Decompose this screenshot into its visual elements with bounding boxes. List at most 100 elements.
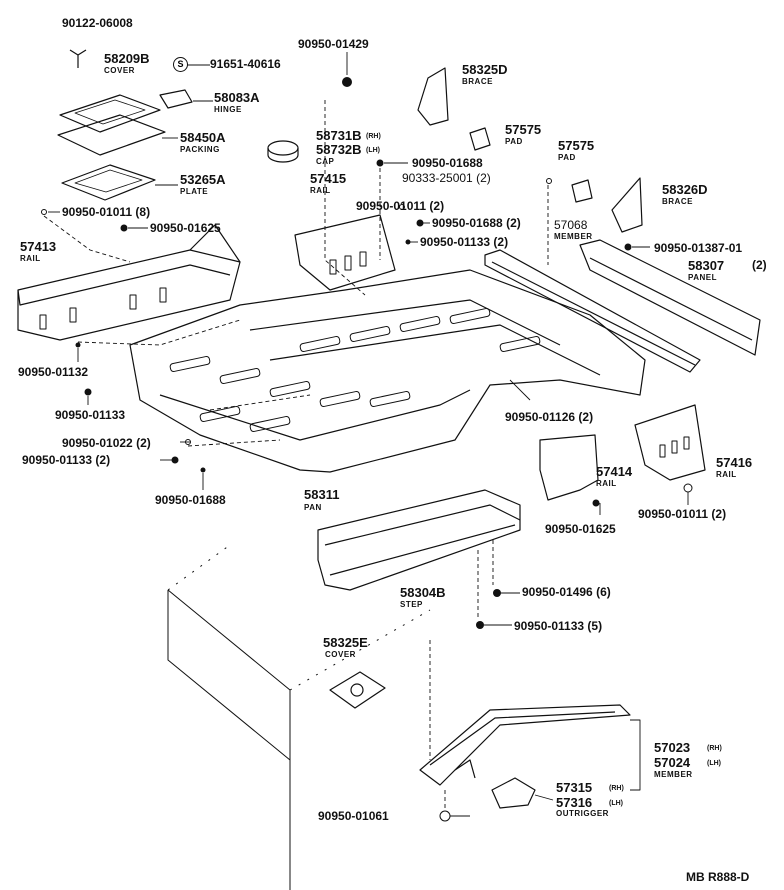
rail-57414 [539, 434, 599, 501]
part-suffix: (RH) [366, 133, 381, 140]
part-name: BRACE [662, 197, 693, 206]
part-name: RAIL [20, 254, 41, 263]
leader-lines [48, 52, 689, 817]
member-57023 [419, 704, 631, 786]
part-label: 90950-01061 [318, 809, 389, 823]
packing-58450A [57, 114, 166, 156]
part-name: PLATE [180, 187, 209, 196]
part-suffix: (LH) [366, 147, 380, 154]
part-label: 57068 [554, 218, 588, 232]
plate-53265A [61, 164, 156, 201]
part-name: MEMBER [654, 770, 693, 779]
part-label: 90950-01688 (2) [432, 216, 521, 230]
floor-pan-58311 [129, 269, 646, 473]
part-label: 90950-01625 [150, 221, 221, 235]
part-name: RAIL [716, 470, 737, 479]
part-label: 90950-01688 [155, 493, 226, 507]
rail-57416 [634, 404, 706, 481]
part-label: 57023 [654, 740, 691, 755]
part-label: 57414 [596, 464, 633, 479]
part-label: 90950-01387-01 [654, 241, 743, 255]
part-label: 57315 [556, 780, 593, 795]
part-label: 90950-01625 [545, 522, 616, 536]
part-label: 57415 [310, 171, 347, 186]
part-qty: (2) [752, 258, 767, 272]
cover-58325E [329, 671, 386, 709]
part-label: 90950-01011 (2) [356, 199, 445, 213]
diagram-code: MB R888-D [686, 870, 750, 884]
part-label: 58304B [400, 585, 446, 600]
cap-58731B [267, 140, 299, 163]
brace-58325D [417, 67, 449, 126]
part-name: PANEL [688, 273, 718, 282]
part-name: PAN [304, 503, 322, 512]
part-name: RAIL [310, 186, 331, 195]
part-label: 58311 [304, 487, 340, 502]
part-label: 90950-01011 (8) [62, 205, 151, 219]
part-label: 57316 [556, 795, 593, 810]
brace-58326D [611, 177, 643, 233]
part-name: HINGE [214, 105, 242, 114]
part-name: COVER [325, 650, 356, 659]
background-box-outline [167, 544, 431, 890]
part-label: 90950-01133 [55, 408, 126, 422]
part-label: 90950-01132 [18, 365, 89, 379]
part-suffix: (RH) [609, 785, 624, 792]
part-suffix: (LH) [707, 760, 721, 767]
rail-57413 [17, 224, 241, 341]
member-57068 [484, 249, 701, 373]
part-label: 53265A [180, 172, 226, 187]
part-label: 57413 [20, 239, 57, 254]
part-label: 91651-40616 [210, 57, 281, 71]
part-label: 90333-25001 (2) [402, 171, 491, 185]
part-name: PAD [505, 137, 523, 146]
part-name: BRACE [462, 77, 493, 86]
part-name: COVER [104, 66, 135, 75]
part-label: 58325D [462, 62, 508, 77]
part-name: MEMBER [554, 232, 593, 241]
part-label: 57575 [505, 122, 542, 137]
part-label: 58083A [214, 90, 260, 105]
part-label: 90950-01133 (2) [420, 235, 509, 249]
part-label: 58326D [662, 182, 708, 197]
assembly-lines [43, 100, 549, 810]
part-label: 58732B [316, 142, 362, 157]
part-label: 90950-01429 [298, 37, 369, 51]
part-suffix: (RH) [707, 745, 722, 752]
part-label: 90950-01133 (2) [22, 453, 111, 467]
symbol-s: S [173, 57, 188, 72]
wing-bolt-90122 [69, 49, 87, 68]
fastener-rings [41, 178, 693, 822]
part-name: PACKING [180, 145, 220, 154]
cover-58209B [59, 94, 161, 133]
part-label: 57024 [654, 755, 691, 770]
part-label: 90950-01496 (6) [522, 585, 611, 599]
pad-57575-a [469, 127, 491, 151]
part-label: 90950-01011 (2) [638, 507, 727, 521]
outrigger-57315 [491, 777, 536, 809]
part-name: OUTRIGGER [556, 809, 609, 818]
part-name: PAD [558, 153, 576, 162]
part-name: CAP [316, 157, 335, 166]
part-label: 58307 [688, 258, 725, 273]
part-label: 58450A [180, 130, 226, 145]
part-label: 58325E [323, 635, 368, 650]
part-name: STEP [400, 600, 423, 609]
pad-57575-b [571, 179, 593, 203]
part-label: 90950-01688 [412, 156, 483, 170]
part-label: 57416 [716, 455, 753, 470]
part-label: 58209B [104, 51, 150, 66]
part-label: 90950-01126 (2) [505, 410, 594, 424]
hinge-58083A [159, 89, 193, 109]
rail-57415 [294, 214, 396, 291]
part-label: 90950-01133 (5) [514, 619, 603, 633]
part-label: 58731B [316, 128, 362, 143]
panel-58307 [579, 239, 761, 356]
part-label: 90950-01022 (2) [62, 436, 151, 450]
part-label: 57575 [558, 138, 595, 153]
part-suffix: (LH) [609, 800, 623, 807]
part-label: 90122-06008 [62, 16, 133, 30]
step-58304B [317, 489, 521, 591]
part-name: RAIL [596, 479, 617, 488]
